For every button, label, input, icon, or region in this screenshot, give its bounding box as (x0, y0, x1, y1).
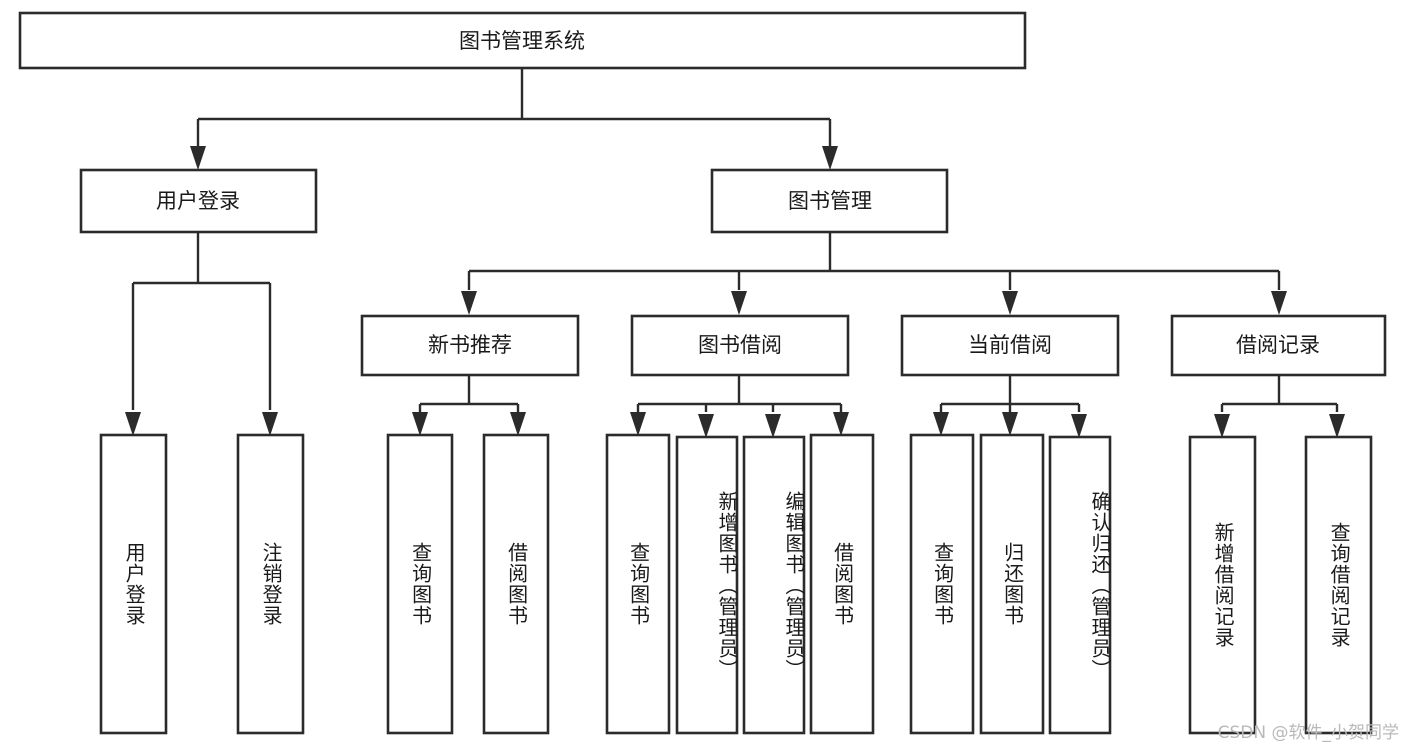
connector-userlogin-to-leaves (125, 232, 278, 436)
node-book-borrow[interactable]: 图书借阅 (630, 314, 850, 377)
node-leaf-confirm-return[interactable] (1048, 435, 1112, 735)
connector-root-to-level2 (190, 68, 838, 170)
node-leaf-logout[interactable] (236, 433, 305, 735)
node-current-borrow-label: 当前借阅 (968, 333, 1052, 357)
connector-bookborrow-to-leaves (630, 375, 849, 438)
node-leaf-borrow-book-2[interactable] (809, 433, 875, 735)
node-leaf-add-book[interactable] (675, 435, 739, 735)
node-leaf-return-book[interactable] (979, 433, 1045, 735)
node-new-book-rec[interactable]: 新书推荐 (360, 314, 580, 377)
node-borrow-record-label: 借阅记录 (1236, 333, 1320, 357)
connector-bookmanage-to-level3 (461, 232, 1287, 315)
connector-borrowrecord-to-leaves (1214, 375, 1345, 438)
node-book-borrow-label: 图书借阅 (698, 333, 782, 357)
node-book-manage[interactable]: 图书管理 (710, 168, 949, 234)
node-root[interactable]: 图书管理系统 (18, 11, 1027, 70)
node-leaf-borrow-book-1[interactable] (482, 433, 550, 735)
node-user-login-label: 用户登录 (156, 189, 240, 213)
connector-currentborrow-to-leaves (933, 375, 1087, 438)
node-borrow-record[interactable]: 借阅记录 (1170, 314, 1387, 377)
node-leaf-edit-book[interactable] (742, 435, 806, 735)
node-leaf-query-book-1[interactable] (386, 433, 454, 735)
csdn-watermark: CSDN @软件_小贺同学 (1217, 723, 1399, 743)
node-leaf-add-record[interactable] (1188, 435, 1257, 735)
node-current-borrow[interactable]: 当前借阅 (900, 314, 1120, 377)
node-leaf-query-book-3[interactable] (909, 433, 975, 735)
node-leaf-user-login[interactable] (99, 433, 168, 735)
node-root-label: 图书管理系统 (459, 29, 585, 53)
node-new-book-rec-label: 新书推荐 (428, 333, 512, 357)
connector-newbook-to-leaves (412, 375, 526, 436)
node-book-manage-label: 图书管理 (788, 189, 872, 213)
node-leaf-query-record[interactable] (1304, 435, 1373, 735)
node-leaf-query-book-2[interactable] (605, 433, 671, 735)
node-user-login[interactable]: 用户登录 (79, 168, 318, 234)
